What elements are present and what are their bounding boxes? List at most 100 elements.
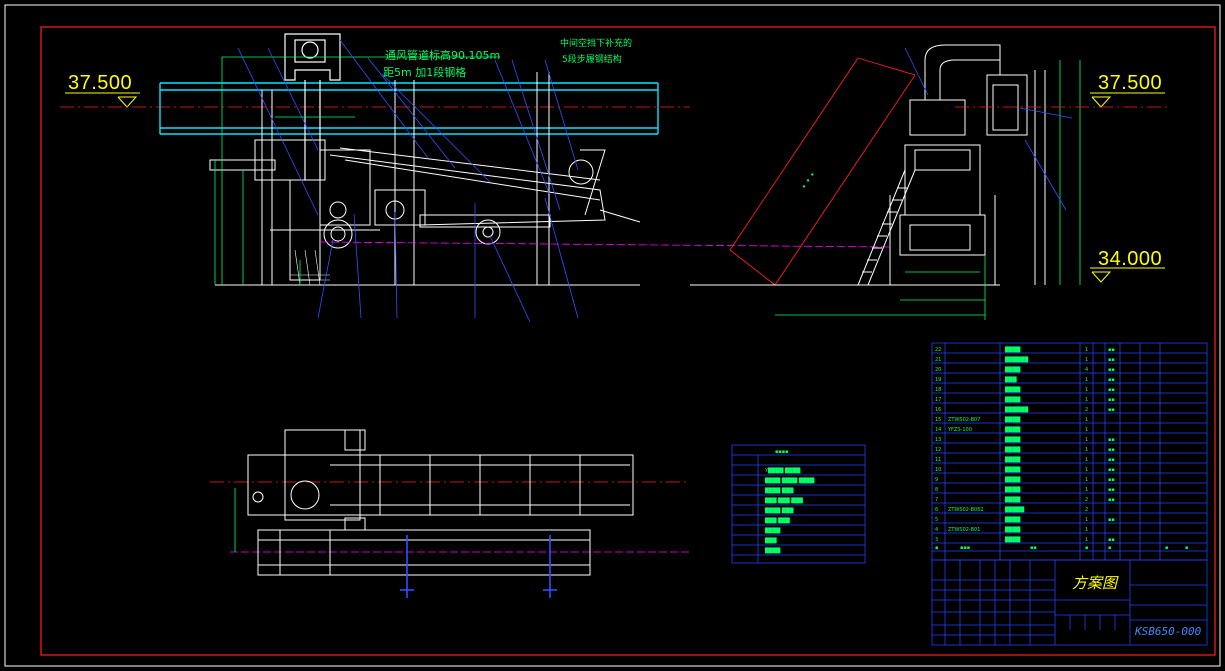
- spec-table: [731, 444, 866, 564]
- svg-text:▪▪: ▪▪: [1108, 497, 1115, 503]
- svg-text:████: ████: [1004, 536, 1021, 543]
- svg-text:████: ████: [1004, 396, 1021, 403]
- svg-text:• • •: • • •: [799, 170, 817, 191]
- svg-text:▪▪: ▪▪: [1108, 387, 1115, 393]
- side-elevation-view: [60, 33, 891, 323]
- svg-text:9: 9: [935, 477, 938, 483]
- loader-machine: [209, 139, 641, 286]
- svg-text:████: ████: [1004, 526, 1021, 533]
- svg-text:1: 1: [1085, 387, 1088, 393]
- svg-text:▪▪: ▪▪: [1108, 457, 1115, 463]
- svg-text:1: 1: [1085, 457, 1088, 463]
- svg-text:4: 4: [935, 527, 938, 533]
- svg-text:2: 2: [1085, 407, 1088, 413]
- svg-text:████: ████: [1004, 486, 1021, 493]
- svg-text:████ ███: ████ ███: [764, 487, 794, 494]
- svg-text:3: 3: [935, 537, 938, 543]
- svg-text:███: ███: [764, 537, 777, 544]
- svg-text:20: 20: [935, 367, 941, 373]
- svg-text:1: 1: [1085, 447, 1088, 453]
- svg-text:████: ████: [1004, 386, 1021, 393]
- svg-text:22: 22: [935, 347, 941, 353]
- svg-text:▪▪▪: ▪▪▪: [960, 545, 970, 551]
- svg-text:████: ████: [1004, 516, 1021, 523]
- svg-text:▪▪: ▪▪: [1108, 397, 1115, 403]
- elevation-label-right-top: 37.500: [1098, 72, 1163, 94]
- leader-lines: [237, 39, 579, 323]
- plan-view: [210, 429, 690, 598]
- annotation-grating-spacing: 距5m 加1段钢格: [383, 66, 467, 79]
- svg-text:2: 2: [1085, 507, 1088, 513]
- svg-text:██████: ██████: [1004, 356, 1028, 363]
- svg-text:1: 1: [1085, 467, 1088, 473]
- svg-text:████: ████: [1004, 456, 1021, 463]
- svg-text:1: 1: [1085, 517, 1088, 523]
- svg-text:21: 21: [935, 357, 941, 363]
- svg-text:ZTWS02-B07: ZTWS02-B07: [948, 417, 980, 423]
- svg-text:1: 1: [1085, 537, 1088, 543]
- svg-text:7: 7: [935, 497, 938, 503]
- svg-text:1: 1: [1085, 487, 1088, 493]
- title-block: [931, 559, 1208, 646]
- svg-text:16: 16: [935, 407, 941, 413]
- parts-list: [931, 342, 1208, 561]
- svg-text:▪▪▪▪: ▪▪▪▪: [775, 449, 789, 455]
- svg-text:████: ████: [764, 527, 781, 534]
- svg-text:████: ████: [1004, 466, 1021, 473]
- svg-text:▪: ▪: [1165, 545, 1168, 551]
- svg-text:▪: ▪: [1085, 545, 1088, 551]
- svg-text:▪▪: ▪▪: [1108, 447, 1115, 453]
- svg-text:2: 2: [1085, 497, 1088, 503]
- outer-frame: [4, 4, 1221, 667]
- elevation-label-right-bottom: 34.000: [1098, 248, 1163, 270]
- svg-text:13: 13: [935, 437, 941, 443]
- annotation-gap-note: 中间空挡下补充的: [560, 39, 633, 49]
- svg-text:6: 6: [935, 507, 938, 513]
- svg-text:18: 18: [935, 387, 941, 393]
- svg-text:15: 15: [935, 417, 941, 423]
- svg-text:▪: ▪: [935, 545, 938, 551]
- svg-text:1: 1: [1085, 397, 1088, 403]
- svg-text:▪▪: ▪▪: [1108, 347, 1115, 353]
- svg-text:1: 1: [1085, 527, 1088, 533]
- svg-text:1: 1: [1085, 417, 1088, 423]
- svg-text:▪: ▪: [1185, 545, 1188, 551]
- svg-text:▪▪: ▪▪: [1108, 467, 1115, 473]
- svg-text:██████: ██████: [1004, 406, 1028, 413]
- svg-text:████: ████: [1004, 496, 1021, 503]
- annotation-duct-elevation: 通风管道标高90.105m: [385, 49, 501, 62]
- svg-text:▪▪: ▪▪: [1108, 537, 1115, 543]
- svg-text:████ ████ ████: ████ ████ ████: [764, 477, 814, 484]
- svg-text:▪▪: ▪▪: [1108, 437, 1115, 443]
- overhead-conveyor-beams: [159, 82, 659, 135]
- svg-text:████: ████: [1004, 436, 1021, 443]
- svg-text:▪▪: ▪▪: [1108, 517, 1115, 523]
- svg-text:████: ████: [764, 547, 781, 554]
- svg-text:1: 1: [1085, 477, 1088, 483]
- svg-text:4: 4: [1085, 367, 1088, 373]
- svg-text:8: 8: [935, 487, 938, 493]
- svg-text:█████: █████: [1004, 506, 1024, 513]
- svg-text:████ ███: ████ ███: [764, 507, 794, 514]
- svg-text:▪▪: ▪▪: [1108, 367, 1115, 373]
- svg-text:YFZS-100: YFZS-100: [947, 427, 972, 433]
- svg-text:ZTWS02-B01: ZTWS02-B01: [948, 527, 980, 533]
- svg-text:▪▪: ▪▪: [1108, 477, 1115, 483]
- svg-text:1: 1: [1085, 377, 1088, 383]
- svg-text:10: 10: [935, 467, 941, 473]
- end-elevation-view: • • •: [690, 44, 1170, 320]
- svg-text:14: 14: [935, 427, 941, 433]
- svg-text:11: 11: [935, 457, 941, 463]
- svg-text:████: ████: [1004, 346, 1021, 353]
- svg-text:▪▪: ▪▪: [1108, 487, 1115, 493]
- svg-text:1: 1: [1085, 357, 1088, 363]
- elevation-label-left-top: 37.500: [68, 72, 133, 94]
- svg-text:1: 1: [1085, 437, 1088, 443]
- svg-text:████: ████: [1004, 366, 1021, 373]
- svg-text:Y████ ████: Y████ ████: [764, 467, 801, 474]
- svg-text:████: ████: [1004, 446, 1021, 453]
- svg-text:▪▪: ▪▪: [1108, 357, 1115, 363]
- svg-text:19: 19: [935, 377, 941, 383]
- drawing-title: 方案图: [1072, 574, 1118, 592]
- svg-text:5: 5: [935, 517, 938, 523]
